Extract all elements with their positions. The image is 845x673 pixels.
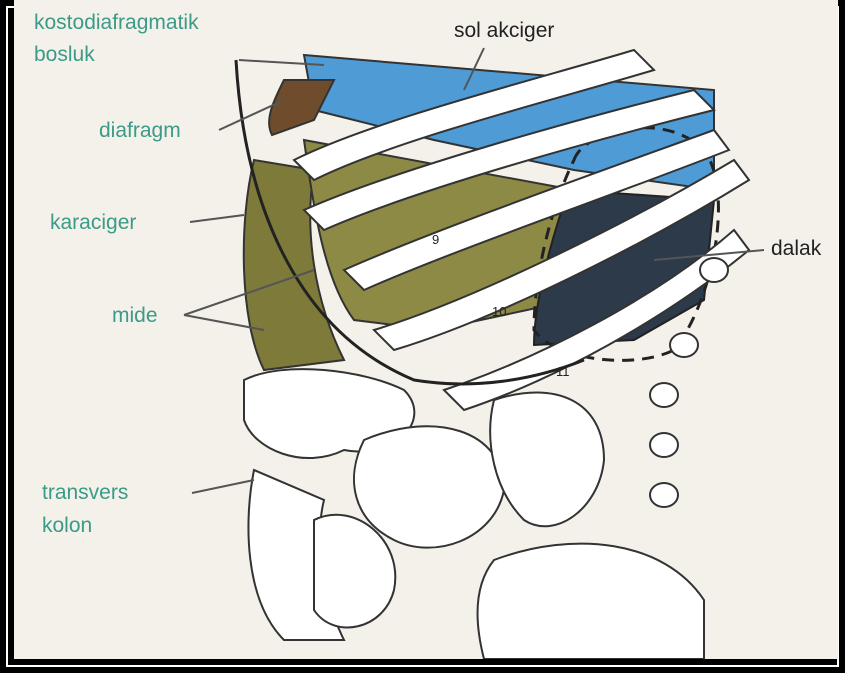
label-transvers: transvers: [42, 480, 128, 506]
label-dalak: dalak: [771, 236, 821, 262]
label-sol-akciger: sol akciger: [454, 18, 554, 44]
intestines: [244, 369, 704, 659]
label-bosluk: bosluk: [34, 42, 95, 68]
label-kostodiafragmatik: kostodiafragmatik: [34, 10, 199, 36]
label-mide: mide: [112, 303, 158, 329]
rib-number-10: 10: [492, 304, 506, 319]
rib-number-11: 11: [556, 364, 570, 379]
rib-number-9: 9: [432, 232, 439, 247]
label-karaciger: karaciger: [50, 210, 136, 236]
label-diafragm: diafragm: [99, 118, 181, 144]
anatomy-illustration: kostodiafragmatik bosluk sol akciger dia…: [14, 0, 838, 659]
label-kolon: kolon: [42, 513, 92, 539]
anatomy-drawing: [14, 0, 838, 659]
